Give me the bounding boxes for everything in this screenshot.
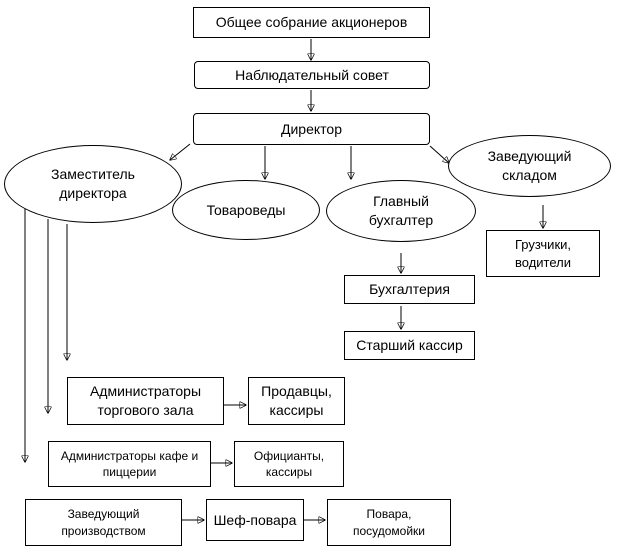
node-senior-cashier: Старший кассир bbox=[344, 331, 475, 360]
node-chief-accountant: Главный бухгалтер bbox=[326, 180, 476, 242]
node-director: Директор bbox=[193, 113, 430, 145]
node-label: Товароведы bbox=[206, 201, 286, 218]
node-label: Наблюдательный совет bbox=[235, 66, 389, 83]
arrow-director-to-warehouse bbox=[429, 145, 449, 163]
node-production-head: Заведующий производством bbox=[25, 499, 182, 546]
node-supervisory-board: Наблюдательный совет bbox=[194, 61, 430, 89]
node-label: Повара, посудомойки bbox=[352, 507, 426, 538]
node-label: Заместитель директора bbox=[51, 166, 135, 201]
node-deputy-director: Заместитель директора bbox=[4, 145, 182, 223]
node-label: Заведующий складом bbox=[487, 148, 572, 183]
node-shareholders-meeting: Общее собрание акционеров bbox=[193, 7, 430, 38]
node-label: Главный бухгалтер bbox=[368, 193, 434, 228]
node-label: Директор bbox=[281, 120, 342, 137]
node-cooks-dishwashers: Повара, посудомойки bbox=[327, 499, 451, 546]
node-chef: Шеф-повара bbox=[206, 499, 304, 541]
node-cafe-admins: Администраторы кафе и пиццерии bbox=[48, 441, 211, 487]
node-sellers-cashiers: Продавцы, кассиры bbox=[248, 377, 345, 425]
node-label: Администраторы торгового зала bbox=[89, 383, 202, 418]
node-accounting: Бухгалтерия bbox=[344, 275, 475, 304]
arrow-director-to-deputy bbox=[170, 143, 191, 160]
node-loaders-drivers: Грузчики, водители bbox=[486, 230, 600, 277]
node-trade-hall-admins: Администраторы торгового зала bbox=[67, 377, 224, 425]
node-merchandisers: Товароведы bbox=[172, 180, 320, 240]
node-label: Бухгалтерия bbox=[369, 281, 450, 298]
node-label: Продавцы, кассиры bbox=[261, 383, 332, 418]
node-warehouse-head: Заведующий складом bbox=[448, 135, 611, 197]
node-label: Администраторы кафе и пиццерии bbox=[60, 448, 199, 479]
node-label: Официанты, кассиры bbox=[253, 448, 325, 479]
node-label: Шеф-повара bbox=[213, 511, 297, 528]
node-waiters-cashiers: Официанты, кассиры bbox=[234, 441, 344, 487]
node-label: Грузчики, водители bbox=[514, 236, 572, 270]
node-label: Общее собрание акционеров bbox=[215, 14, 408, 31]
node-label: Старший кассир bbox=[356, 337, 463, 354]
node-label: Заведующий производством bbox=[61, 507, 146, 538]
